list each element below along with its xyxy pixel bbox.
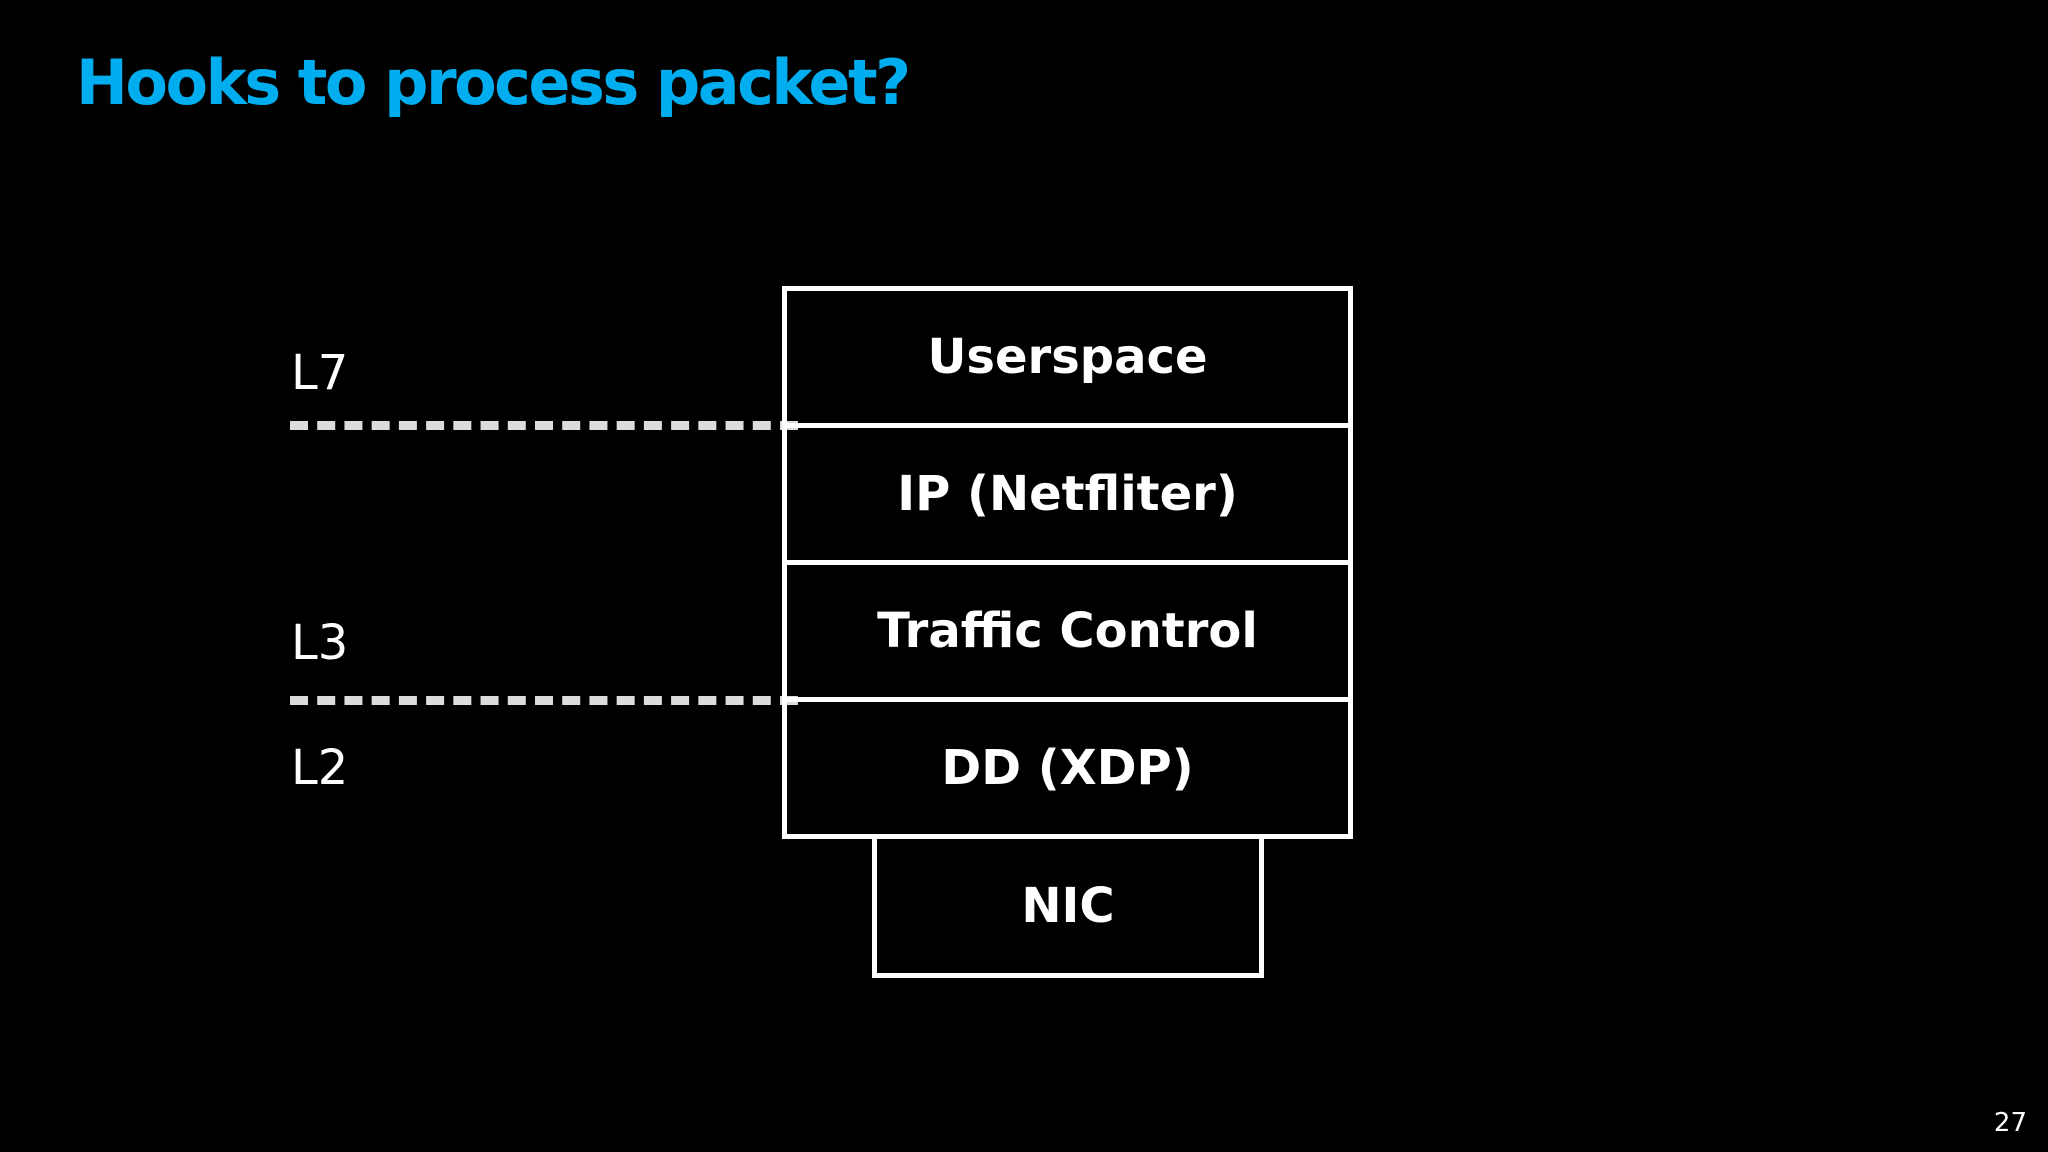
stack-box-ip-netfilter: IP (Netfliter) [782, 428, 1353, 565]
slide-title: Hooks to process packet? [76, 46, 911, 119]
stack-box-traffic-control: Traffic Control [782, 565, 1353, 702]
layer-label-l3: L3 [291, 615, 349, 671]
network-stack: Userspace IP (Netfliter) Traffic Control… [782, 286, 1353, 839]
stack-box-nic: NIC [872, 838, 1264, 978]
l7-boundary-dashed-line [290, 421, 798, 430]
l3-boundary-dashed-line [290, 696, 798, 705]
page-number: 27 [1993, 1108, 2027, 1138]
layer-label-l2: L2 [291, 740, 349, 796]
stack-box-userspace: Userspace [782, 286, 1353, 428]
stack-box-dd-xdp: DD (XDP) [782, 702, 1353, 839]
layer-label-l7: L7 [291, 345, 349, 401]
